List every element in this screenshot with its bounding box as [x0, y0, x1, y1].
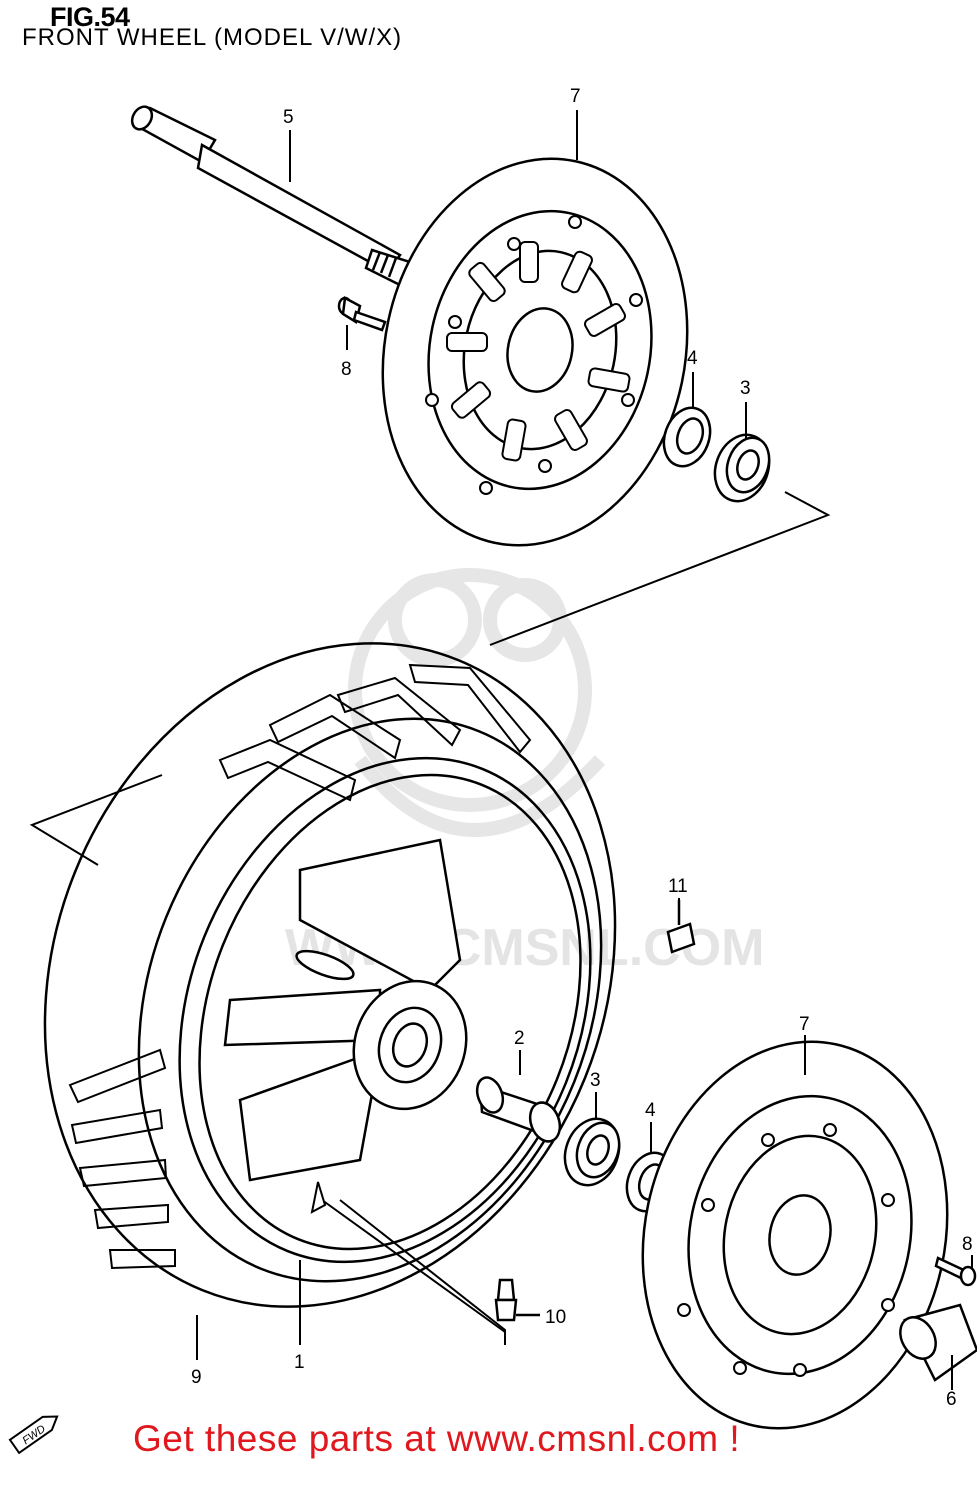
fwd-arrow-icon: FWD [8, 1415, 59, 1455]
brake-disc-upper-part-7 [381, 157, 689, 547]
spacer-part-2 [475, 1076, 562, 1143]
dust-seal-part-4-upper [662, 406, 712, 468]
callout-4-upper: 4 [687, 348, 698, 369]
axle-part-5 [130, 105, 412, 287]
callout-11: 11 [668, 876, 688, 897]
figure-number: FIG.54 [50, 2, 130, 32]
callout-1: 1 [294, 1352, 305, 1373]
brake-disc-lower-part-7 [641, 1040, 949, 1430]
callout-8-lower: 8 [962, 1234, 973, 1255]
callout-10: 10 [545, 1307, 566, 1328]
bolt-part-8-lower [934, 1256, 977, 1287]
bearing-part-3-lower [563, 1117, 621, 1187]
callout-8-upper: 8 [341, 359, 352, 380]
watermark-logo [348, 568, 606, 837]
callout-3-upper: 3 [740, 378, 751, 399]
collar-part-6 [899, 1303, 977, 1382]
callout-7-lower: 7 [799, 1014, 810, 1035]
bearing-part-3-upper [713, 433, 771, 503]
callout-3-lower: 3 [590, 1070, 601, 1091]
valve-part-10 [494, 1278, 540, 1322]
tire-part-9 [43, 642, 617, 1308]
wheel-part-1 [178, 756, 592, 1264]
callout-9: 9 [191, 1367, 202, 1388]
callout-2: 2 [514, 1028, 525, 1049]
callout-6: 6 [946, 1389, 957, 1410]
callout-4-lower: 4 [645, 1100, 656, 1121]
figure-title: FRONT WHEEL (MODEL V/W/X) [22, 24, 403, 51]
callout-7-upper: 7 [570, 86, 581, 107]
footer-link-text[interactable]: Get these parts at www.cmsnl.com ! [133, 1418, 741, 1459]
bolt-part-8-upper [337, 296, 387, 332]
leader-lines [196, 110, 973, 1390]
callout-5: 5 [283, 107, 294, 128]
